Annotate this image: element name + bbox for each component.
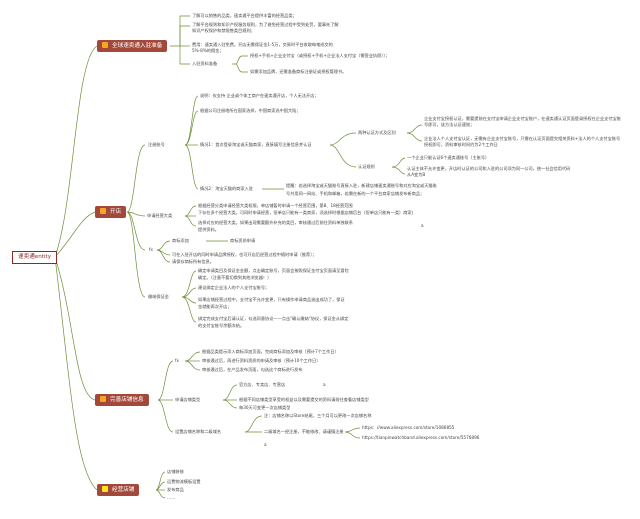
branch-operate[interactable]: 经营店铺 xyxy=(97,484,140,496)
branch-settle-label: 全球速卖通入驻准备 xyxy=(112,43,163,49)
category-title[interactable]: 申请经营大类 xyxy=(147,213,173,218)
category-d3: 选择对应的经营大类，如果出现需要额外补充的类目，审核通过后前往资料单独联系 xyxy=(198,220,353,225)
improve-domain[interactable]: 设置店铺名称和二级域名 xyxy=(175,429,222,434)
deposit-d1: 确定申请类目及保证金金额，点击确定账号，页面会按照保证金付宝页面请至冒险 xyxy=(198,268,349,273)
operate-i4: …… xyxy=(167,495,176,500)
register-note1: 说明：仅支持 企业或个体工商户在速卖通开店，个人无法开店； xyxy=(200,93,319,98)
register-rule3: 从A变为B xyxy=(407,172,426,177)
category-d4: 提供资料。 xyxy=(198,227,219,232)
shop-fx-trademark[interactable]: 商标添加 xyxy=(172,238,189,243)
settle-cond2b: 知识产权保护和禁限售类目规则； xyxy=(192,28,255,33)
deposit-d2: 确定。（注意不要切换到其他浏览器！） xyxy=(198,275,272,280)
improve-shoptype[interactable]: 申请店铺类型 xyxy=(175,397,201,402)
category-d2: 下存在多个经营大类，可同时申请经营，但单店只能有一类商家，须选择时根据店铺后台（… xyxy=(198,210,413,215)
register-enterprise-alipay: 企业支付宝授权认证，需要提前在支付宝申请企业支付宝账户，在速卖通认证页面登录授权… xyxy=(424,116,621,127)
branch-shop[interactable]: 开店 xyxy=(95,206,127,218)
branch-shop-label: 开店 xyxy=(110,209,122,215)
improve-dn-tag: a xyxy=(264,442,267,447)
branch-settle[interactable]: 全球速卖通入驻准备 xyxy=(97,40,168,52)
operate-i1[interactable]: 店铺装修 xyxy=(167,469,184,474)
shop-fx-title[interactable]: fx xyxy=(149,247,153,252)
register-case2-detail1: 提醒：若选择淘宝或天猫账号直接入驻，新建店铺速卖通账号和对应淘宝或天猫账 xyxy=(286,183,437,188)
improve-fx[interactable]: fx xyxy=(175,358,179,363)
improve-url1[interactable]: https：//www.aliexpress.com/store/1086855 xyxy=(362,425,455,430)
settle-mat2: 如需添加品牌，还需准备商标注册证或授权管理书。 xyxy=(250,69,347,74)
improve-fx2: 审核通过后，再进行资料资质的申请及审核（预计10个工作日） xyxy=(202,358,321,363)
improve-dn1: 注：店铺名称以Store结尾，三个月可以更改一次店铺名称 xyxy=(264,413,372,418)
deposit-d5: 金就能再次开店； xyxy=(198,304,232,309)
settle-materials[interactable]: 入驻资料准备 xyxy=(192,61,218,66)
category-d1: 根据经营分类申请经营大类权限，单店铺暂时申请一个经营范围，第8、18经营范围 xyxy=(198,203,353,208)
improve-url2[interactable]: https://tianpinwatchband.aliexpress.com/… xyxy=(362,435,480,440)
register-enterprise[interactable]: 两种认证方式及区别 xyxy=(358,130,396,135)
gem-icon xyxy=(102,486,108,492)
register-case1[interactable]: 情况1：首次登录淘宝或天猫商家，直接填写注册信息并认证 xyxy=(200,142,312,147)
register-case2-detail2: 号共用同一网站、手机和邮箱，若需在新的一个平台商家店铺发布新商品； xyxy=(286,191,425,196)
briefcase-icon xyxy=(102,42,108,48)
register-case2[interactable]: 情况2：淘宝天猫的商家入驻 xyxy=(200,186,253,191)
improve-st3: 每30天可变更一次店铺类型 xyxy=(239,405,291,410)
settle-cond2a: 了解平台规则和知识产权服务规则，为了避免经营过程中受到处罚，要事先了解 xyxy=(192,22,339,27)
register-rule2: 认证主体不允许变更，开店时认证的公司和入驻的公司须为同一公司，统一社会信用代码 xyxy=(407,166,571,171)
settle-cond3b: 5%-8%的佣金； xyxy=(192,48,224,53)
register-rule1: 一个企业只能认证6个速卖通账号（主账号） xyxy=(407,155,490,160)
shop-fx-trademark-apply: 商标资质申请 xyxy=(230,238,256,243)
branch-operate-label: 经营店铺 xyxy=(112,487,135,493)
register-rule[interactable]: 认证规则 xyxy=(358,164,375,169)
deposit-d3: 建议绑定企业法人的个人支付宝账号； xyxy=(198,285,270,290)
deposit-title[interactable]: 缴纳保证金 xyxy=(148,294,169,299)
improve-st1-tag: a xyxy=(323,382,326,387)
category-tag: a xyxy=(421,223,424,228)
root-node[interactable]: 速卖通entity xyxy=(12,251,58,264)
register-note2: 根据公司注册地所在国家选择，中国商家选中国大陆； xyxy=(200,108,301,113)
improve-fx1: 根据品类提示添入商标添加页面，完成商标添加及审核（预计7个工作日） xyxy=(202,349,339,354)
register-title[interactable]: 注册账号 xyxy=(148,142,165,147)
improve-st2: 根据不同店铺类型享受的权益以及需要提交的资料请前往查看店铺类型 xyxy=(239,397,369,402)
improve-dn2: 二级域名一经注册，不能修改、请谨慎注册 xyxy=(264,429,344,434)
settle-cond1: 了解可以销售的品类，速卖通平台提供丰富的经营品类； xyxy=(192,13,297,18)
shop-fx-note2: 请保存商标所有信息。 xyxy=(172,259,214,264)
shop-fx-note1: 可在入驻开店的同时申请品牌授权，也可开店后经营过程中随时申请（推荐）； xyxy=(172,252,317,257)
improve-st1: 官方店、专卖店、专营店 xyxy=(239,382,286,387)
register-enterprise-legal: 企业法人个人支付宝认证，无需有企业支付宝账号，只需在认证页面提交相关资料+法人的… xyxy=(424,136,621,147)
settle-cond3a: 费用：速卖通入驻免费。开店无需保证金1-5万，交易时平台收取每笔成交的 xyxy=(192,42,333,47)
shop-icon xyxy=(100,396,106,402)
deposit-d6: 绑定完成支付宝后请认证，勾选同意协议——点击"确认缴纳"协议，保证金从绑定 xyxy=(198,316,349,321)
settle-mat1: 授权+手机+企业支付宝（或授权+手机+企业法人支付宝（需营业执照））； xyxy=(250,53,390,58)
improve-fx3: 审核通过后，在产品发布页面，勾选这个商标进行发布 xyxy=(202,367,303,372)
deposit-d4: 如果店铺经营过程中，支付宝不允许变更，只有操作申请商品退出成功了，保证 xyxy=(198,297,345,302)
operate-i3[interactable]: 发布商品 xyxy=(167,487,184,492)
branch-improve[interactable]: 完善店铺信息 xyxy=(95,394,149,406)
deposit-d7: 的支付宝账号余额冻结。 xyxy=(198,323,245,328)
cart-icon xyxy=(100,208,106,214)
branch-improve-label: 完善店铺信息 xyxy=(110,397,144,403)
operate-i2[interactable]: 运费物流模板设置 xyxy=(167,479,201,484)
